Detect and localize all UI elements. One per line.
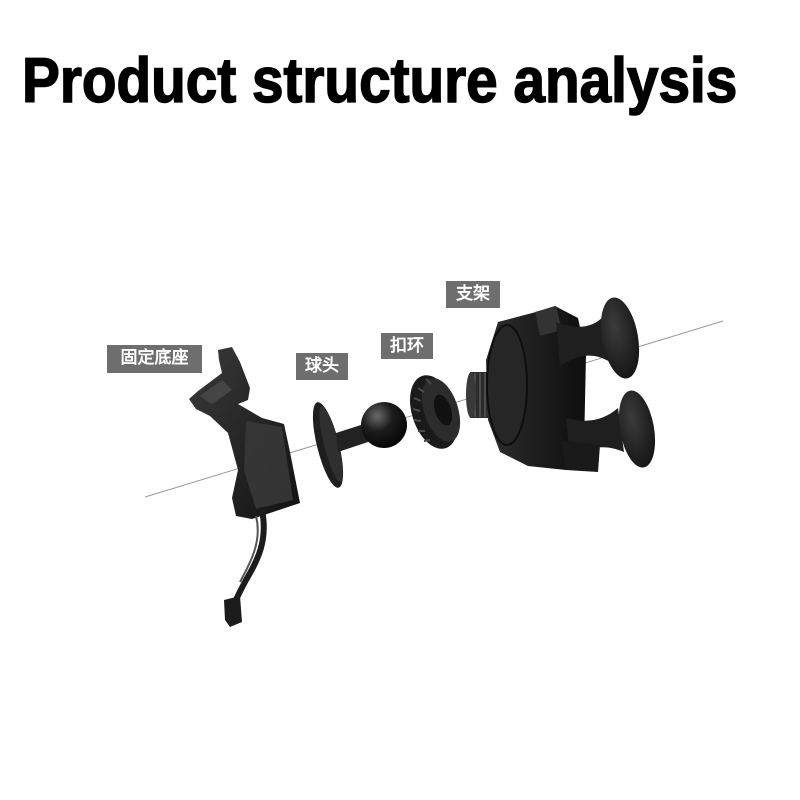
label-fixing-base: 固定底座 (107, 345, 202, 373)
base-hook-tab (224, 596, 242, 627)
base-hook-arm (229, 507, 267, 613)
base-hook-arm-edge (239, 515, 259, 583)
base-top-clip (200, 380, 232, 404)
label-holder: 支架 (446, 281, 500, 308)
holder-stub-end (466, 372, 476, 418)
fixing-base-part (189, 347, 300, 627)
holder-upper-knob-cap (600, 297, 640, 379)
title-container: Product structure analysis (22, 50, 762, 130)
ring-center-hole (433, 394, 453, 426)
holder-lower-block (560, 440, 600, 472)
ring-knurl-ridges (412, 378, 432, 442)
ball-head-sphere (361, 402, 407, 448)
ball-head-neck (336, 424, 368, 452)
label-ball-head: 球头 (296, 353, 348, 380)
base-front-face (244, 421, 293, 509)
holder-part (466, 297, 656, 472)
holder-lower-knob-cap (618, 390, 656, 468)
holder-top-block (535, 306, 562, 336)
holder-upper-knob-stem (556, 316, 610, 366)
ball-head-plate-face (319, 406, 343, 482)
label-lock-ring: 扣环 (381, 333, 433, 359)
holder-front-face (486, 324, 528, 446)
page-title: Product structure analysis (22, 50, 738, 116)
lock-ring-part (410, 375, 461, 449)
ball-head-part (312, 402, 407, 488)
